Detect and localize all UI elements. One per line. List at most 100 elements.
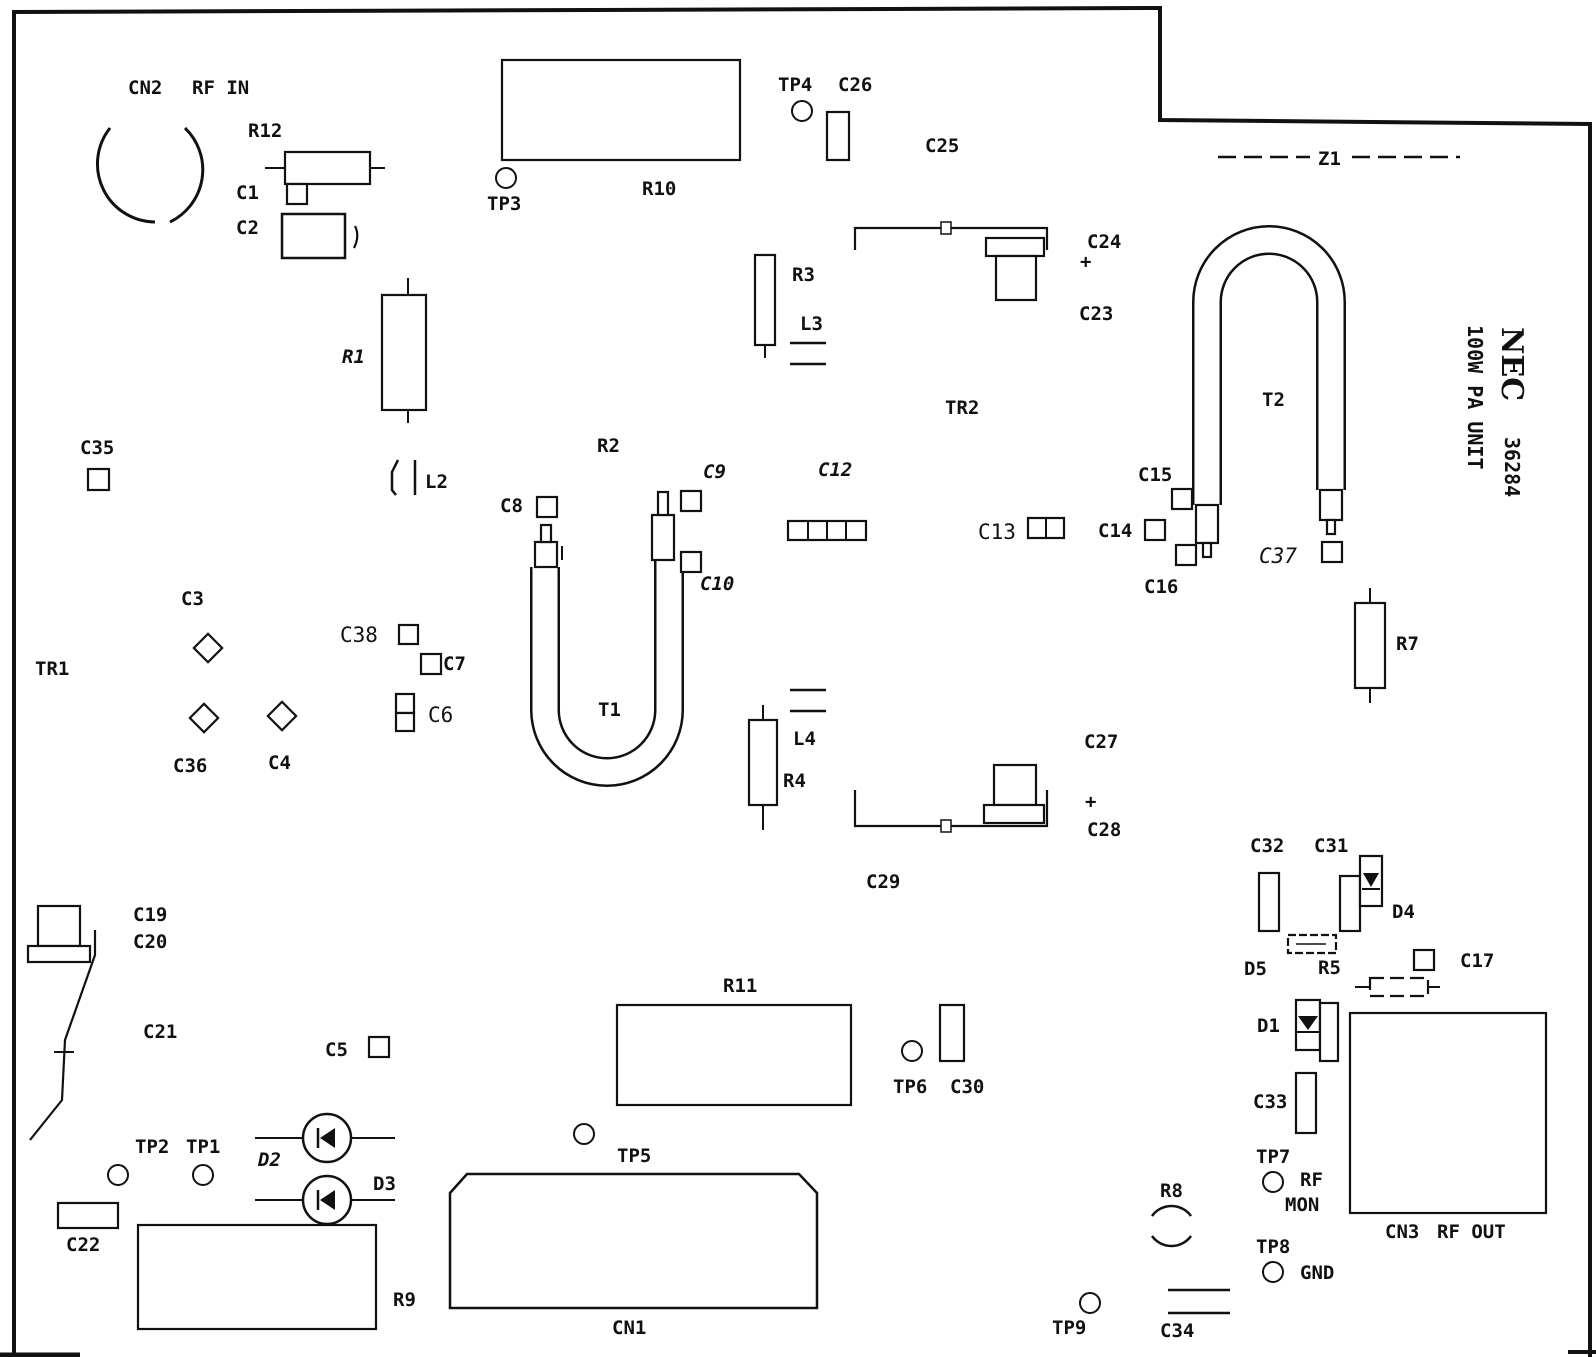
c24-polarity: + <box>1080 251 1091 273</box>
t1-label: T1 <box>598 699 621 721</box>
c28-label: C28 <box>1087 819 1121 841</box>
capacitor-c26: C26 <box>825 74 872 162</box>
capacitor-c37: C37 <box>1259 540 1344 568</box>
resistor-r3: R3 <box>753 253 815 358</box>
resistor-r9: R9 <box>136 1223 416 1331</box>
c25-label: C25 <box>925 135 959 157</box>
c7-label: C7 <box>443 653 466 675</box>
c35-label: C35 <box>80 437 114 459</box>
d1-label: D1 <box>1257 1015 1280 1037</box>
cn2-label: CN2 <box>128 77 162 99</box>
l4-label: L4 <box>793 728 816 750</box>
brand-logo: NEC <box>1494 327 1529 401</box>
r9-label: R9 <box>393 1289 416 1311</box>
connector-cn1: CN1 <box>448 1172 819 1339</box>
c9-label: C9 <box>703 461 726 483</box>
c4-label: C4 <box>268 752 291 774</box>
rf-mon-label-1: RF <box>1300 1169 1323 1191</box>
capacitor-c36: C36 <box>173 702 220 777</box>
d5-label: D5 <box>1244 958 1267 980</box>
c30-label: C30 <box>950 1076 984 1098</box>
c33-label: C33 <box>1253 1091 1287 1113</box>
transformer-t2: T2 <box>1192 225 1346 559</box>
capacitor-c6: C6 <box>394 692 453 733</box>
cn3-label: CN3 <box>1385 1221 1419 1243</box>
resistor-r12: R12 <box>248 120 385 186</box>
c3-label: C3 <box>181 588 204 610</box>
r8-label: R8 <box>1160 1180 1183 1202</box>
c10-label: C10 <box>700 573 734 595</box>
capacitor-c9: C9 <box>679 461 726 513</box>
testpoint-tp6: TP6 <box>893 1040 927 1098</box>
resistor-r10: R10 <box>500 58 742 200</box>
capacitor-c8: C8 <box>500 495 559 519</box>
c27-label: C27 <box>1084 731 1118 753</box>
inductor-l4: L4 <box>790 688 826 750</box>
capacitor-c33: C33 <box>1253 1071 1318 1135</box>
capacitor-c4: C4 <box>266 700 298 774</box>
c32-label: C32 <box>1250 835 1284 857</box>
c38-label: C38 <box>340 623 378 647</box>
c6-label: C6 <box>428 703 453 727</box>
capacitor-c23-c24: C24 + C23 <box>853 221 1121 325</box>
testpoint-tp5: TP5 <box>573 1123 651 1167</box>
c28-polarity: + <box>1085 791 1096 813</box>
transformer-t1: T1 <box>530 490 684 787</box>
testpoint-tp2: TP2 <box>107 1136 169 1186</box>
capacitor-c2: C2 <box>236 212 359 260</box>
capacitor-c38: C38 <box>340 623 420 647</box>
capacitor-c12: C12 <box>786 459 868 542</box>
t2-label: T2 <box>1262 389 1285 411</box>
capacitor-c1: C1 <box>236 182 309 206</box>
c37-label: C37 <box>1259 544 1297 568</box>
c2-label: C2 <box>236 217 259 239</box>
r11-label: R11 <box>723 975 757 997</box>
resistor-r1: R1 <box>342 278 428 423</box>
diode-d2: D2 <box>255 1112 395 1171</box>
capacitor-c14: C14 <box>1098 518 1167 542</box>
capacitor-c34: C34 <box>1160 1288 1230 1342</box>
d4-label: D4 <box>1392 901 1415 923</box>
tp6-label: TP6 <box>893 1076 927 1098</box>
resistor-r4: R4 <box>747 705 806 830</box>
board-outline <box>0 5 1596 1357</box>
rf-in-label: RF IN <box>192 77 249 99</box>
testpoint-tp4: TP4 <box>778 74 813 122</box>
cn1-label: CN1 <box>612 1317 646 1339</box>
tr2-label: TR2 <box>945 397 979 419</box>
r3-label: R3 <box>792 264 815 286</box>
r2-label: R2 <box>597 435 620 457</box>
c15-label: C15 <box>1138 464 1172 486</box>
r12-label: R12 <box>248 120 282 142</box>
diode-d3: D3 <box>255 1173 396 1226</box>
capacitor-c19-c20: C19 C20 C21 <box>26 904 177 1141</box>
c23-label: C23 <box>1079 303 1113 325</box>
capacitor-c13: C13 <box>978 516 1066 544</box>
testpoint-tp7: TP7 RF MON <box>1256 1146 1323 1216</box>
l3-label: L3 <box>800 313 823 335</box>
c5-label: C5 <box>325 1039 348 1061</box>
resistor-r5: D5 R5 <box>1244 933 1341 980</box>
inductor-l3: L3 <box>790 313 826 366</box>
c19-label: C19 <box>133 904 167 926</box>
tp4-label: TP4 <box>778 74 812 96</box>
capacitor-c15: C15 <box>1138 464 1194 511</box>
testpoint-tp1: TP1 <box>186 1136 220 1186</box>
r5-label: R5 <box>1318 957 1341 979</box>
connector-cn2: CN2 RF IN <box>96 77 249 224</box>
r10-label: R10 <box>642 178 676 200</box>
tr1-label: TR1 <box>35 658 69 680</box>
capacitor-c32: C32 <box>1250 835 1284 933</box>
c13-label: C13 <box>978 520 1016 544</box>
capacitor-c3: C3 <box>181 588 224 664</box>
tp8-label: TP8 <box>1256 1236 1290 1258</box>
gnd-label: GND <box>1300 1262 1334 1284</box>
r4-label: R4 <box>783 770 806 792</box>
c21-label: C21 <box>143 1021 177 1043</box>
board-title: 100W PA UNIT <box>1463 325 1487 470</box>
r1-label: R1 <box>342 346 365 368</box>
resistor-r11: R11 <box>615 975 853 1107</box>
inductor-l2: L2 <box>390 459 448 496</box>
c26-label: C26 <box>838 74 872 96</box>
